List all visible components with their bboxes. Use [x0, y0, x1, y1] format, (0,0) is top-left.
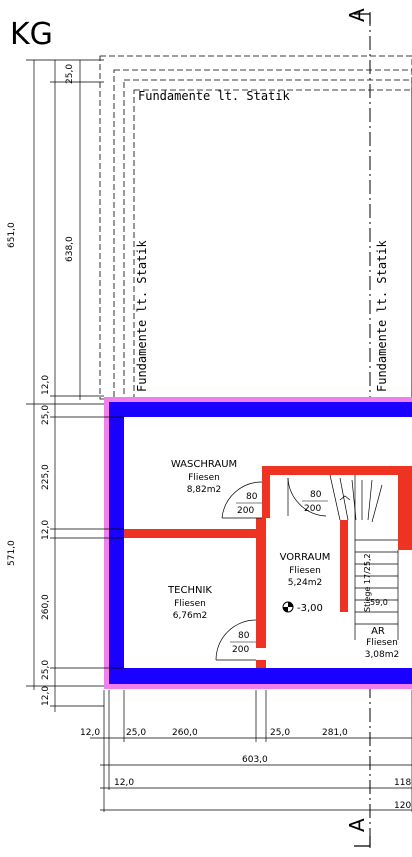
interior [124, 417, 412, 668]
stair [329, 474, 399, 640]
dim-b-118: 118 [394, 778, 411, 788]
door-technik-height: 200 [232, 645, 249, 655]
foundation-outline-mid [113, 69, 412, 400]
inner-wall-waschraum-right [262, 466, 270, 518]
level-value: -3,00 [297, 603, 323, 614]
room-technik-area: 6,76m2 [173, 611, 208, 621]
floor-label: KG [10, 17, 53, 52]
door-vorraum-width: 80 [310, 490, 322, 500]
section-marker-bottom: A [345, 818, 369, 832]
dim-25-mid: 25,0 [41, 405, 51, 425]
foundation-outline-inner [123, 79, 412, 400]
room-technik-name: TECHNIK [167, 585, 212, 596]
room-ar-area: 3,08m2 [365, 650, 400, 660]
dim-b-603: 603,0 [242, 755, 268, 765]
room-waschraum-name: WASCHRAUM [171, 459, 237, 470]
dims-left-lines [26, 59, 124, 712]
dim-651: 651,0 [7, 222, 17, 248]
room-vorraum-floor: Fliesen [289, 566, 321, 576]
door-waschraum: 80 200 [221, 481, 263, 519]
foundation-label-top: Fundamente lt. Statik [138, 89, 290, 103]
dim-12-top: 12,0 [41, 375, 51, 395]
section-marker-top: A [345, 8, 369, 22]
dim-b-12-second: 12,0 [114, 778, 134, 788]
section-arrow-bottom [354, 836, 371, 847]
door-vorraum: 80 200 [287, 477, 328, 517]
door-technik-width: 80 [238, 631, 250, 641]
inner-wall-stair-right [398, 466, 412, 550]
door-technik: 80 200 [215, 619, 257, 661]
dim-12-bottom: 12,0 [41, 686, 51, 706]
dim-b-25b: 25,0 [270, 728, 290, 738]
room-vorraum-name: VORRAUM [280, 552, 331, 563]
dim-225: 225,0 [41, 464, 51, 490]
dim-b-281: 281,0 [322, 728, 348, 738]
dims-bottom-lines [90, 690, 412, 812]
room-ar-name: AR [371, 626, 385, 637]
room-waschraum-area: 8,82m2 [187, 485, 222, 495]
foundation-label-left: Fundamente lt. Statik [135, 240, 149, 392]
dim-b-25a: 25,0 [126, 728, 146, 738]
room-vorraum-area: 5,24m2 [288, 578, 323, 588]
inner-wall-vorraum-right [340, 520, 348, 612]
stair-label: Stiege 17/25,2 [363, 553, 372, 612]
dim-25-top: 25,0 [65, 64, 75, 84]
dim-260-left: 260,0 [41, 594, 51, 620]
door-waschraum-height: 200 [237, 506, 254, 516]
door-vorraum-height: 200 [304, 504, 321, 514]
dim-b-260: 260,0 [172, 728, 198, 738]
dim-25-bottom: 25,0 [41, 660, 51, 680]
room-waschraum-floor: Fliesen [188, 473, 220, 483]
dim-638: 638,0 [65, 236, 75, 262]
dim-b-12: 12,0 [80, 728, 100, 738]
foundation-label-right: Fundamente lt. Statik [375, 240, 389, 392]
inner-wall-center-lower [256, 538, 266, 648]
inner-wall-top [262, 466, 412, 475]
room-vorraum: VORRAUM Fliesen 5,24m2 [280, 552, 331, 588]
inner-wall-center-upper [256, 518, 266, 538]
level-marker: -3,00 [282, 601, 323, 614]
room-technik-floor: Fliesen [174, 599, 206, 609]
dim-12-mid: 12,0 [41, 520, 51, 540]
room-technik: TECHNIK Fliesen 6,76m2 [167, 585, 212, 621]
room-ar: AR Fliesen 3,08m2 [365, 626, 400, 660]
inner-wall-center-stub [256, 660, 266, 668]
room-ar-floor: Fliesen [366, 638, 398, 648]
room-waschraum: WASCHRAUM Fliesen 8,82m2 [171, 459, 237, 495]
door-waschraum-width: 80 [246, 492, 258, 502]
inner-wall-technik-top [124, 529, 264, 538]
stair-partial-dim: 59,0 [370, 598, 388, 607]
dim-b-120: 120 [394, 801, 411, 811]
dim-571: 571,0 [7, 540, 17, 566]
